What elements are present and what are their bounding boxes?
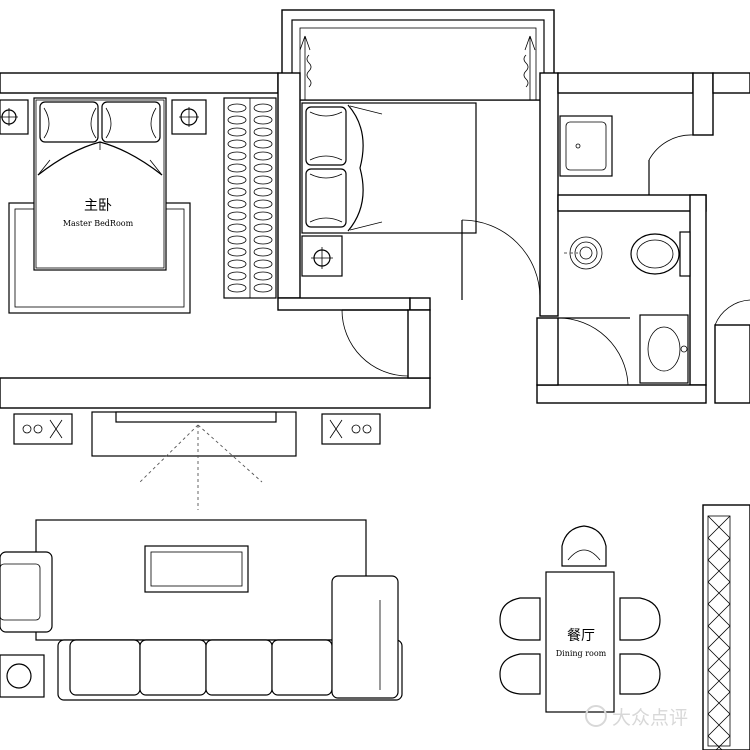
hanger-icon bbox=[253, 271, 273, 281]
doors bbox=[341, 134, 750, 386]
chair-icon bbox=[499, 597, 541, 641]
hanger-icon bbox=[253, 283, 273, 293]
decor-cross bbox=[707, 515, 731, 539]
hanger-icon bbox=[227, 223, 247, 233]
hanger-icon bbox=[227, 259, 247, 269]
hanger-icon bbox=[227, 139, 247, 149]
hanger-icon bbox=[253, 211, 273, 221]
dining-room-label-zh: 餐厅 bbox=[567, 628, 595, 644]
hanger-icon bbox=[227, 187, 247, 197]
chair-icon bbox=[499, 653, 541, 695]
pillow-icon bbox=[305, 106, 347, 166]
side-table-icon bbox=[0, 654, 45, 698]
hanger-icon bbox=[253, 163, 273, 173]
hanger-icon bbox=[253, 115, 273, 125]
decor-cross bbox=[707, 647, 731, 671]
chair-icon bbox=[619, 597, 661, 641]
hanger-icon bbox=[227, 151, 247, 161]
pillow-icon bbox=[305, 168, 347, 228]
sink-icon bbox=[559, 115, 613, 177]
curtains bbox=[299, 35, 536, 100]
hanger-icon bbox=[227, 283, 247, 293]
watermark: 大众点评 bbox=[585, 705, 688, 729]
hanger-icon bbox=[253, 223, 273, 233]
decor-cross bbox=[707, 603, 731, 627]
decor-cross bbox=[707, 537, 731, 561]
lamp-icon bbox=[301, 235, 343, 277]
hanger-icon bbox=[253, 103, 273, 113]
toilet-icon bbox=[630, 231, 691, 277]
hanger-icon bbox=[227, 115, 247, 125]
chair-icon bbox=[561, 525, 607, 567]
decor-cabinet-frame bbox=[707, 515, 731, 747]
decor-cross bbox=[707, 669, 731, 693]
hanger-icon bbox=[253, 235, 273, 245]
hanger-icon bbox=[253, 175, 273, 185]
lamp-icon bbox=[171, 99, 207, 135]
hanger-icon bbox=[227, 235, 247, 245]
hanger-icon bbox=[227, 103, 247, 113]
sofa bbox=[57, 575, 403, 701]
hanger-icon bbox=[227, 163, 247, 173]
hanger-icon bbox=[253, 199, 273, 209]
hanger-icon bbox=[253, 139, 273, 149]
hanger-icon bbox=[227, 199, 247, 209]
watermark-text: 大众点评 bbox=[612, 707, 688, 729]
armchair bbox=[0, 551, 53, 633]
second-bedroom bbox=[301, 102, 477, 277]
shower-icon bbox=[564, 236, 603, 270]
pillow-icon bbox=[39, 101, 99, 143]
hanger-icon bbox=[253, 187, 273, 197]
dining-room-label-en: Dining room bbox=[556, 649, 607, 658]
hanger-icon bbox=[227, 175, 247, 185]
hanger-icon bbox=[253, 151, 273, 161]
lamp-icon bbox=[0, 99, 29, 135]
decor-cross bbox=[707, 625, 731, 649]
bathroom bbox=[559, 115, 691, 384]
walls bbox=[0, 9, 750, 750]
hanger-icon bbox=[253, 127, 273, 137]
decor-cabinet bbox=[707, 515, 731, 750]
wash-basin-icon bbox=[639, 314, 689, 384]
master-bedroom-label-zh: 主卧 bbox=[84, 198, 112, 214]
hanger-icon bbox=[227, 247, 247, 257]
master-bedroom-label-en: Master BedRoom bbox=[63, 219, 134, 228]
decor-cross bbox=[707, 713, 731, 737]
dining-room: 餐厅 Dining room bbox=[499, 515, 731, 750]
decor-cross bbox=[707, 581, 731, 605]
hanger-icon bbox=[253, 259, 273, 269]
hanger-icon bbox=[227, 211, 247, 221]
hanger-icon bbox=[227, 271, 247, 281]
chair-icon bbox=[619, 653, 661, 695]
decor-cross bbox=[707, 691, 731, 715]
decor-cross bbox=[707, 559, 731, 583]
hanger-icon bbox=[227, 127, 247, 137]
speaker-icon bbox=[321, 413, 381, 445]
pillow-icon bbox=[101, 101, 161, 143]
dining-table bbox=[545, 571, 615, 713]
living-room bbox=[0, 411, 403, 701]
speaker-icon bbox=[13, 413, 73, 445]
decor-cross bbox=[707, 735, 731, 750]
tv-icon bbox=[115, 411, 277, 423]
master-bedroom: 主卧 Master BedRoom bbox=[0, 97, 277, 314]
hanger-icon bbox=[253, 247, 273, 257]
